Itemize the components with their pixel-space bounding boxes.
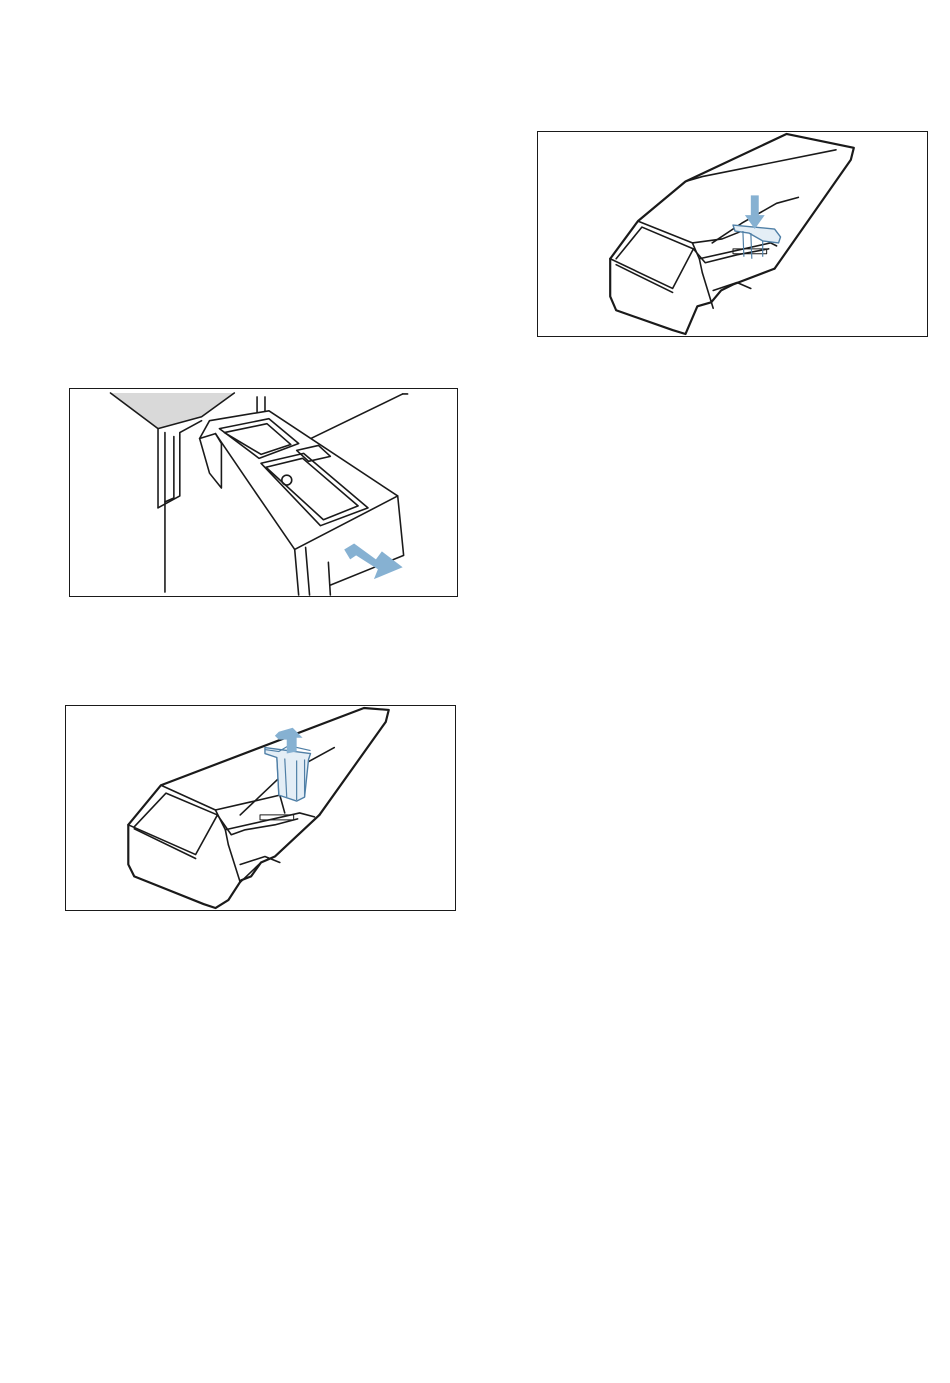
- insert-remove-drawing: [66, 706, 455, 910]
- worktop-edge: [301, 394, 403, 444]
- drawer-pull-out-illustration: [69, 388, 458, 597]
- drawer-shell: [128, 708, 388, 908]
- drawer-pull-out-drawing: [70, 389, 457, 596]
- drawer-shell: [610, 134, 854, 334]
- insert-replace-illustration: [537, 131, 928, 337]
- insert-replace-drawing: [538, 132, 927, 336]
- insert-remove-illustration: [65, 705, 456, 911]
